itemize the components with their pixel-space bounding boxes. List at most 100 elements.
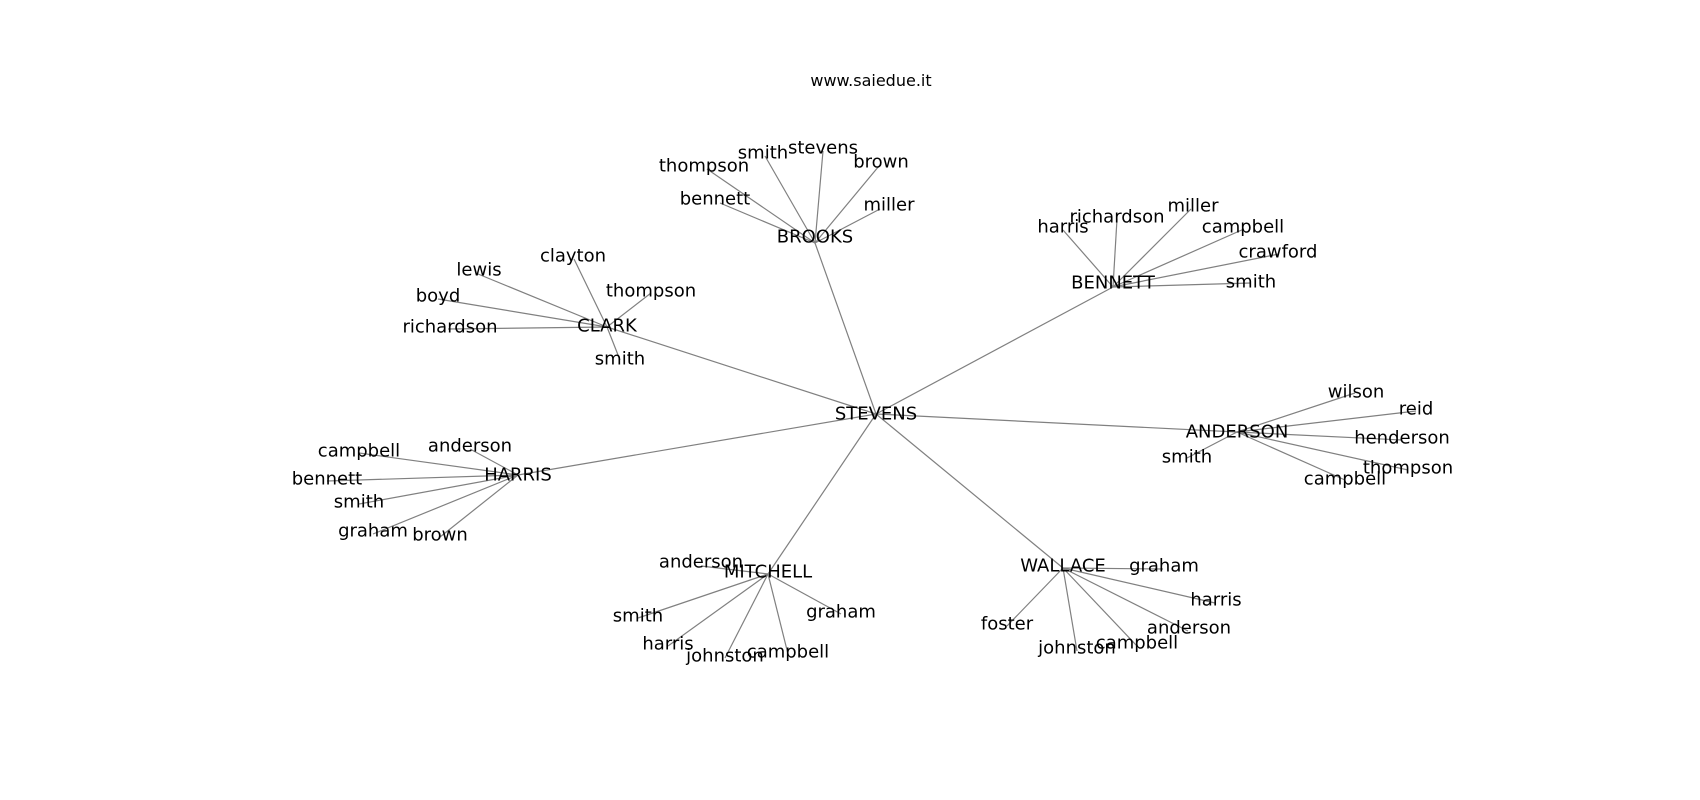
edge-wallace-to-graham [1062,567,1164,570]
edge-brooks-to-thompson [706,168,816,244]
leaf-node-label-bennett-harris: harris [1037,217,1088,238]
leaf-node-label-brooks-bennett: bennett [680,189,751,210]
leaf-node-label-harris-smith: smith [334,492,384,513]
edge-bennett-to-harris [1062,229,1114,288]
leaf-node-label-anderson-campbell: campbell [1304,469,1386,490]
edge-brooks-to-miller [814,208,881,244]
edge-clark-to-thompson [606,292,652,328]
edge-root-to-bennett [875,286,1114,415]
edge-root-to-wallace [875,413,1064,569]
edge-root-to-brooks [814,242,877,415]
leaf-node-label-mitchell-graham: graham [806,602,876,623]
edge-bennett-to-campbell [1112,228,1245,288]
root-node-label: STEVENS [835,404,917,425]
edge-anderson-to-campbell [1236,431,1346,481]
leaf-node-label-harris-anderson: anderson [428,436,512,457]
edge-clark-to-boyd [437,298,608,328]
edge-harris-to-smith [358,474,519,505]
leaf-node-label-bennett-crawford: crawford [1239,242,1318,263]
leaf-node-label-harris-campbell: campbell [318,441,400,462]
leaf-node-label-clark-thompson: thompson [606,281,696,302]
leaf-node-label-mitchell-campbell: campbell [747,642,829,663]
edge-harris-to-anderson [469,448,519,476]
leaf-node-label-clark-boyd: boyd [416,286,461,307]
edge-bennett-to-smith [1112,282,1252,288]
edge-anderson-to-henderson [1236,431,1403,441]
watermark-text: www.saiedue.it [810,71,932,90]
leaf-node-label-anderson-henderson: henderson [1354,428,1450,449]
edge-bennett-to-richardson [1112,218,1118,288]
leaf-node-label-mitchell-johnston: johnston [685,646,764,667]
edge-brooks-to-smith [764,155,816,244]
edge-mitchell-to-smith [637,573,769,619]
edge-anderson-to-thompson [1236,431,1409,471]
leaf-node-label-harris-graham: graham [338,521,408,542]
edge-anderson-to-smith [1186,431,1238,459]
leaf-node-label-anderson-smith: smith [1162,447,1212,468]
edge-harris-to-bennett [326,474,519,482]
leaf-node-label-clark-lewis: lewis [456,260,501,281]
group-node-label-clark: CLARK [577,316,638,337]
leaf-node-label-wallace-foster: foster [981,614,1034,635]
edge-clark-to-lewis [477,273,608,328]
edge-harris-to-graham [372,474,519,535]
edge-root-to-mitchell [767,413,877,575]
leaf-node-label-brooks-smith: smith [738,143,788,164]
group-node-label-wallace: WALLACE [1020,556,1106,577]
edge-brooks-to-stevens [814,150,824,244]
edge-bennett-to-miller [1112,208,1192,288]
leaf-node-label-bennett-miller: miller [1167,196,1219,217]
edge-mitchell-to-graham [767,573,842,615]
edge-brooks-to-brown [814,165,880,244]
leaf-node-label-wallace-campbell: campbell [1096,633,1178,654]
edge-root-to-anderson [875,413,1238,433]
group-node-label-mitchell: MITCHELL [724,562,812,583]
edge-wallace-to-johnston [1062,567,1078,652]
leaf-node-label-bennett-smith: smith [1226,272,1276,293]
leaf-node-label-brooks-thompson: thompson [659,156,749,177]
edge-anderson-to-wilson [1236,392,1356,433]
edge-wallace-to-harris [1062,567,1216,604]
edges-layer [326,150,1417,659]
leaf-node-label-harris-bennett: bennett [292,469,363,490]
leaf-node-label-mitchell-harris: harris [642,634,693,655]
edge-bennett-to-crawford [1112,253,1280,288]
edge-wallace-to-campbell [1062,567,1138,647]
group-node-label-harris: HARRIS [484,465,552,486]
edge-mitchell-to-johnston [724,573,769,659]
leaf-node-label-wallace-johnston: johnston [1037,638,1116,659]
leaf-node-label-clark-clayton: clayton [540,246,606,267]
edge-wallace-to-anderson [1062,567,1189,632]
edge-anderson-to-reid [1236,410,1417,433]
edge-harris-to-campbell [358,452,519,476]
leaf-node-label-clark-richardson: richardson [402,317,497,338]
leaf-node-label-wallace-harris: harris [1190,590,1241,611]
edge-brooks-to-bennett [719,202,816,244]
leaf-node-label-wallace-graham: graham [1129,556,1199,577]
leaf-node-label-anderson-thompson: thompson [1363,458,1453,479]
leaf-node-label-brooks-brown: brown [853,152,909,173]
leaf-node-label-mitchell-anderson: anderson [659,552,743,573]
edge-clark-to-richardson [447,326,608,330]
edge-root-to-clark [606,326,877,415]
group-node-label-brooks: BROOKS [777,227,853,248]
leaf-node-label-anderson-reid: reid [1399,399,1434,420]
leaf-node-label-mitchell-smith: smith [613,606,663,627]
edge-harris-to-brown [439,474,519,538]
leaf-node-label-bennett-campbell: campbell [1202,217,1284,238]
leaf-node-label-bennett-richardson: richardson [1069,207,1164,228]
leaf-node-label-brooks-miller: miller [863,195,915,216]
group-node-label-bennett: BENNETT [1071,273,1156,294]
edge-clark-to-smith [606,326,621,361]
edge-root-to-harris [517,413,877,476]
edge-mitchell-to-campbell [767,573,789,655]
edge-mitchell-to-anderson [700,565,769,575]
leaf-node-label-brooks-stevens: stevens [788,138,858,159]
edge-mitchell-to-harris [667,573,769,647]
leaf-node-label-harris-brown: brown [412,525,468,546]
edge-wallace-to-foster [1006,567,1064,627]
leaf-node-label-clark-smith: smith [595,349,645,370]
group-node-label-anderson: ANDERSON [1186,422,1289,443]
